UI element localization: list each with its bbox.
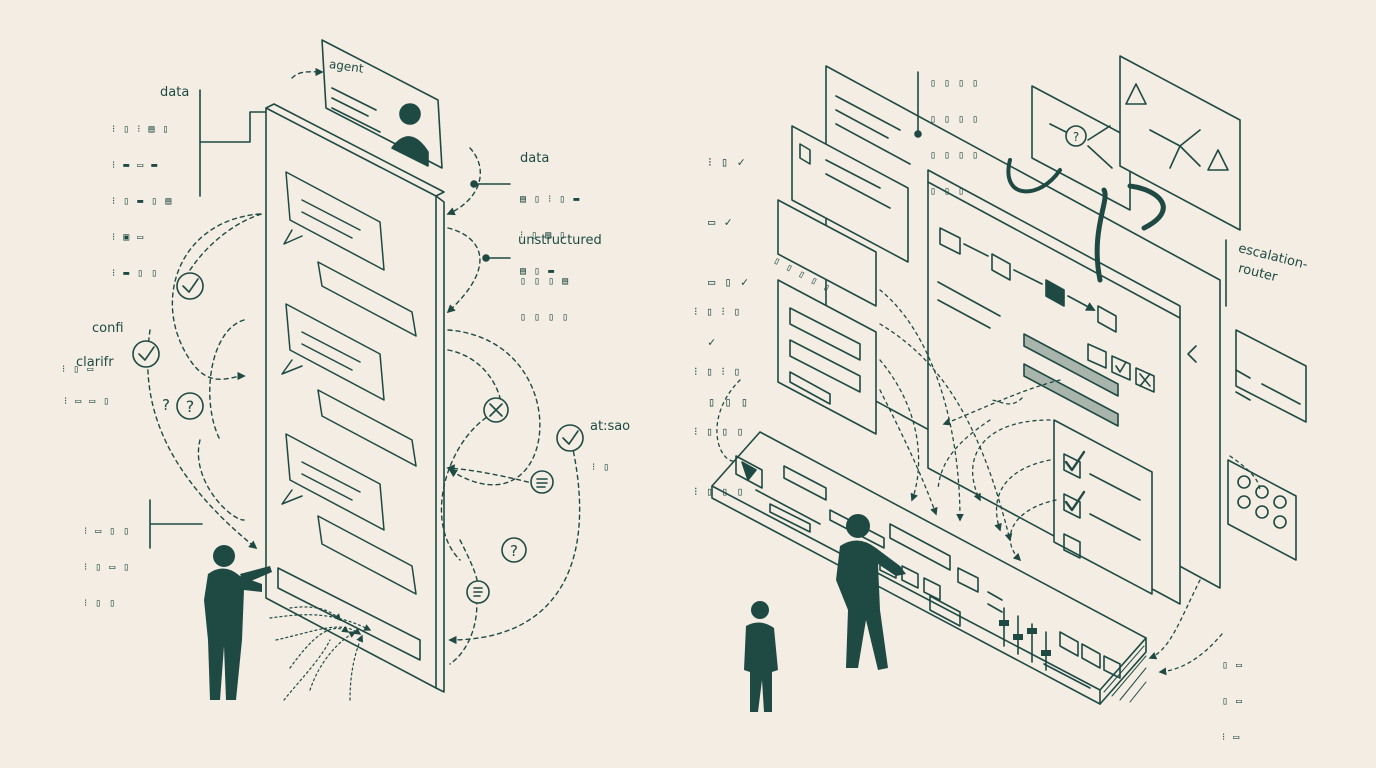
glyph-row: ⁝ ▭ ▭ ▯ <box>64 396 111 407</box>
svg-text:?: ? <box>510 542 518 560</box>
check-icon <box>132 340 160 368</box>
doc-icon <box>1045 279 1065 307</box>
data-label: data <box>520 151 550 166</box>
glyph-column: ▯ ▭ ▯ ▭ ⁝ ▭ <box>1222 636 1243 756</box>
glyph-row: ▯ ▯ ▯ <box>708 395 750 409</box>
phone-slab <box>265 103 445 693</box>
atsao-label: at:sao <box>590 419 631 434</box>
glyph-row: ▯ ▯ ▯ ▯ <box>520 312 570 323</box>
question-icon: ? <box>176 392 204 420</box>
glyph-row: ⁝ ▯ ✓ <box>708 155 746 169</box>
glyph-column: ⁝ ▯ ▭ <box>62 340 94 388</box>
person-icon <box>836 514 906 670</box>
glyph-row: ⁝ ▯ ⁝ ▤ ▯ <box>112 124 170 135</box>
svg-text:?: ? <box>186 397 195 416</box>
glyph-row: ▭ ▯ ✓ <box>708 275 750 289</box>
router-flows <box>716 289 1261 676</box>
glyph-row: ⁝ ▯ ▯ <box>84 598 117 609</box>
glyph-column: ⁝ ▯ ⁝ ▯ ⁝ ▯ ⁝ ▯ ⁝ ▯ ▯ ▯ ⁝ ▯ ▯ ▯ <box>694 262 744 522</box>
glyph-column: ⁝ ▭ ▯ ▯ ⁝ ▯ ▭ ▯ ⁝ ▯ ▯ <box>84 502 130 622</box>
glyph-row: ▯ ▯ ▯ ▯ <box>930 78 980 89</box>
slider-controls <box>999 607 1051 671</box>
checklist-card <box>1053 419 1153 595</box>
message-bubble <box>281 433 385 531</box>
side-cards <box>777 125 909 435</box>
glyph-row: ✓ <box>708 335 717 349</box>
list-icon <box>530 470 554 494</box>
warning-icon <box>1207 149 1229 171</box>
doc-icon <box>939 227 961 255</box>
glyph-column: ⁝ ▯ <box>592 438 610 486</box>
person-icon <box>204 545 272 700</box>
glyph-row: ⁝ ▯ <box>592 462 611 473</box>
doc-icon <box>991 253 1011 281</box>
message-bubble <box>317 389 417 467</box>
check-grid <box>1227 459 1297 561</box>
chat-bubbles <box>281 171 417 595</box>
confi-label: confi <box>92 321 124 336</box>
clarifr-label: clarifr <box>76 355 114 370</box>
glyph-row: ⁝ ▣ ▭ <box>112 232 145 243</box>
glyph-column: ▯ ▯ ▯ ▤ ▯ ▯ ▯ ▯ <box>520 252 569 336</box>
glyph-row: ⁝ ▯ ▤ ▯ <box>520 230 567 241</box>
side-panel <box>1187 329 1307 423</box>
glyph-row: ▤ ▯ ⁝ ▯ ▬ <box>520 194 581 205</box>
svg-text:?: ? <box>1073 130 1079 144</box>
message-bubble <box>317 515 417 595</box>
message-bubble <box>283 171 385 271</box>
glyph-row: ⁝ ▯ ▬ ▯ ▤ <box>112 196 173 207</box>
left-scene: ? ? <box>132 39 584 701</box>
decision-card: ? <box>1031 85 1131 211</box>
glyph-row: ▤ ▯ ▬ <box>520 266 556 277</box>
glyph-column: ⁝ ▯ ⁝ ▤ ▯ ⁝ ▬ ▭ ▬ ⁝ ▯ ▬ ▯ ▤ ⁝ ▣ ▭ ⁝ ▬ ▯ … <box>112 100 172 292</box>
message-bubble <box>281 303 385 401</box>
glyph-row: ⁝ ▯ ⁝ ▯ <box>694 365 742 378</box>
glyph-row: ⁝ ▭ ▯ ▯ <box>84 526 131 537</box>
glyph-column: ▯ ▯ ▯ ▯ ▯ ▯ ▯ ▯ ▯ ▯ ▯ ▯ ▯ ▯ ▯ <box>930 54 979 210</box>
avatar <box>399 103 421 125</box>
control-console <box>711 431 1147 705</box>
message-bubble <box>317 261 417 337</box>
glyph-row: ⁝ ▯ ▭ <box>62 364 95 375</box>
glyph-column: ⁝ ▯ ✓ ▭ ✓ ▭ ▯ ✓ ✓ ▯ ▯ ▯ <box>708 112 749 432</box>
close-icon <box>483 397 509 423</box>
hand-rays <box>269 606 372 701</box>
glyph-row: ⁝ ▭ <box>1222 732 1241 743</box>
glyph-row: ▯ ▯ ▯ ▯ <box>930 150 980 161</box>
check-icon <box>556 424 584 452</box>
list-icon <box>466 580 490 604</box>
question-label: ? <box>162 396 170 414</box>
glyph-row: ▯ ▯ ▯ ▯ <box>930 114 980 125</box>
glyph-row: ⁝ ▬ ▭ ▬ <box>112 160 159 171</box>
person-icon <box>744 601 778 712</box>
glyph-row: ⁝ ▯ ▯ ▯ <box>694 425 745 438</box>
glyph-row: ▯ ▭ <box>1222 660 1244 671</box>
glyph-row: ⁝ ▯ ▭ ▯ <box>84 562 131 573</box>
unstructured-label: unstructured <box>518 233 602 248</box>
warning-card <box>1119 55 1241 231</box>
right-scene: ? <box>711 55 1307 712</box>
check-icon <box>176 272 204 300</box>
glyph-row: ▯ ▯ ▯ <box>930 186 966 197</box>
glyph-row: ⁝ ▯ ⁝ ▯ <box>694 305 742 318</box>
glyph-row: ▯ ▯ ▯ ▤ <box>520 276 570 287</box>
warning-icon <box>1125 83 1147 105</box>
keypad-button <box>735 455 763 489</box>
glyph-row: ▭ ✓ <box>708 215 733 229</box>
data-label: data <box>160 85 190 100</box>
glyph-row: ▯ ▭ <box>1222 696 1244 707</box>
glyph-column: ▤ ▯ ⁝ ▯ ▬ ⁝ ▯ ▤ ▯ ▤ ▯ ▬ <box>520 170 580 290</box>
glyph-row: ⁝ ▬ ▯ ▯ <box>112 268 159 279</box>
glyph-column: ⁝ ▭ ▭ ▯ <box>64 372 110 420</box>
glyph-row: ⁝ ▯ ▯ ▯ <box>694 485 745 498</box>
question-icon: ? <box>501 537 527 563</box>
agent-card <box>321 39 443 169</box>
escalation-hoses <box>1006 158 1166 283</box>
action-buttons <box>1087 343 1155 393</box>
